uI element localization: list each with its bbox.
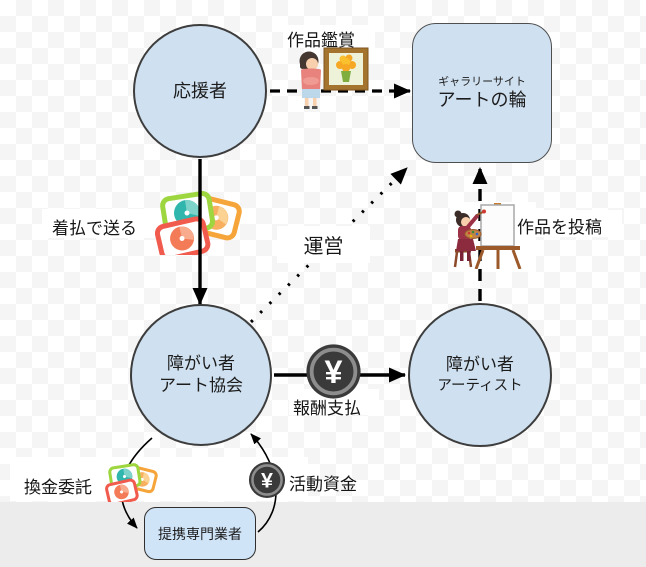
yen-symbol-small: ¥ <box>261 469 273 493</box>
node-partner-vendor: 提携専門業者 <box>144 507 256 560</box>
node-disabled-artist-line1: 障がい者 <box>446 355 514 374</box>
yen-symbol: ¥ <box>325 354 343 390</box>
node-supporter-label: 応援者 <box>173 80 227 101</box>
yen-coin-small-icon: ¥ <box>248 461 286 499</box>
label-post-art: 作品を投稿 <box>517 218 602 237</box>
node-art-association: 障がい者 アート協会 <box>130 304 272 446</box>
label-send-cod: 着払で送る <box>52 219 137 238</box>
arrow-operate <box>249 166 409 324</box>
node-art-association-line2: アート協会 <box>159 376 243 395</box>
node-disabled-artist-line2: アーティスト <box>437 378 523 394</box>
label-pay-reward: 報酬支払 <box>293 399 361 418</box>
node-supporter: 応援者 <box>133 24 267 158</box>
band-send-cod <box>42 209 162 238</box>
label-activity-fund: 活動資金 <box>289 475 357 494</box>
label-operate: 運営 <box>277 226 370 263</box>
artist-easel-icon <box>453 203 522 269</box>
band-post-art <box>512 210 622 237</box>
node-gallery-subtitle: ギャラリーサイト <box>438 75 526 88</box>
bottom-strip <box>0 502 646 567</box>
label-view-art: 作品鑑賞 <box>287 31 355 50</box>
node-gallery-title: アートの輪 <box>437 89 527 110</box>
art-viewer-icon <box>299 47 369 109</box>
label-cash-consign: 換金委託 <box>24 478 92 497</box>
node-art-association-line1: 障がい者 <box>167 354 235 373</box>
yen-coin-icon: ¥ <box>306 344 361 399</box>
node-partner-vendor-label: 提携専門業者 <box>158 525 242 542</box>
cd-cards-small-icon <box>105 463 158 502</box>
node-disabled-artist: 障がい者 アーティスト <box>408 303 552 447</box>
node-gallery-site: ギャラリーサイト アートの輪 <box>412 23 552 163</box>
band-view-art <box>283 25 375 48</box>
